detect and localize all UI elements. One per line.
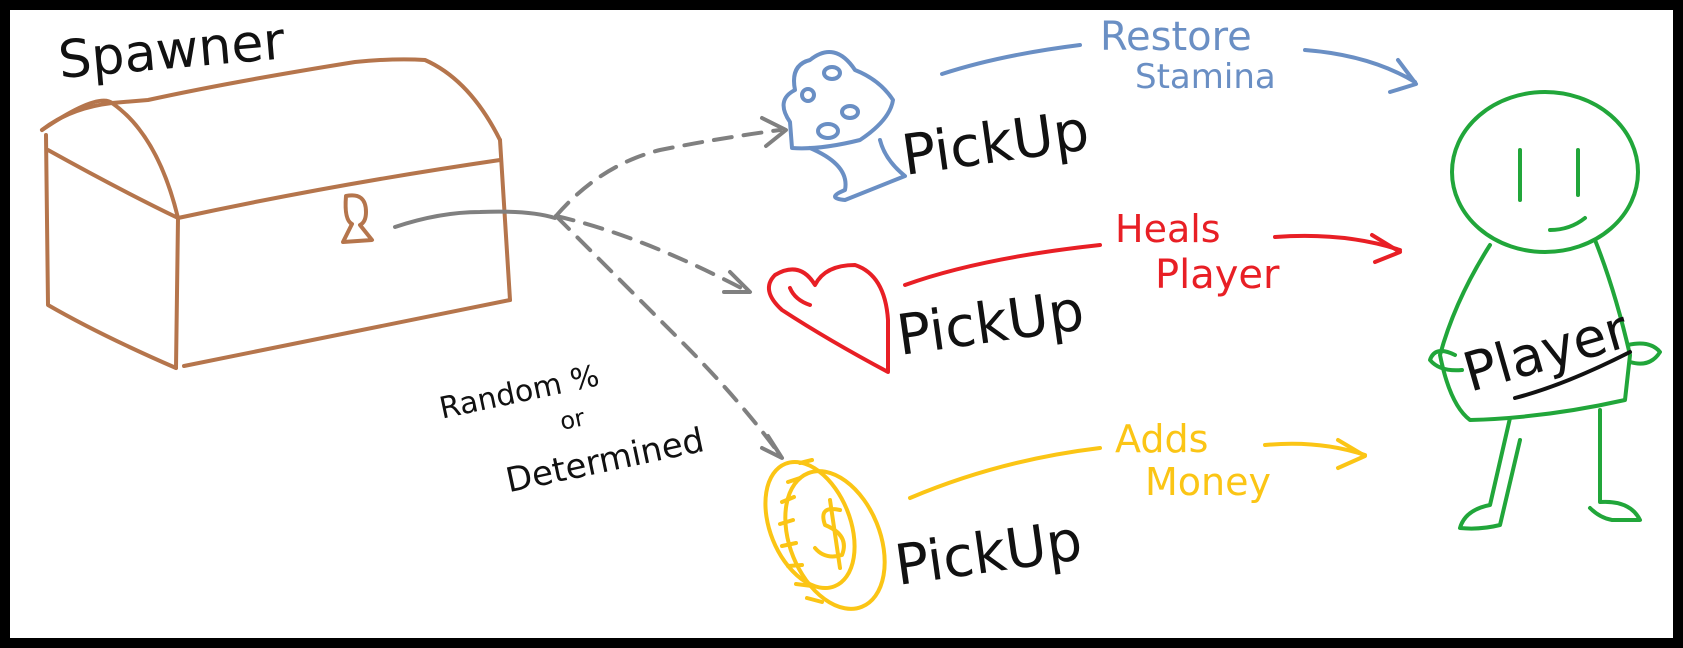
heart-highlight	[788, 286, 812, 307]
branch-arrows	[554, 128, 782, 457]
effect-line-stamina	[940, 43, 1082, 76]
coin-icon	[763, 458, 887, 611]
effect-line-money	[908, 446, 1102, 500]
arrowhead-heal	[722, 270, 752, 294]
effect-line-heal	[903, 243, 1102, 287]
effect-label-heal-line1: Heals	[1115, 207, 1221, 251]
arrowhead-stamina	[760, 116, 788, 148]
player-label-underline	[1513, 350, 1632, 400]
chest-icon	[40, 57, 512, 370]
effect-arrowhead-heal	[1370, 233, 1402, 264]
chest-connector-line	[393, 209, 557, 229]
arrowhead-money	[760, 434, 784, 460]
canvas-background	[9, 9, 1674, 639]
effect-label-stamina-line2: Stamina	[1135, 57, 1276, 97]
mushroom-icon	[781, 50, 907, 202]
branch-note-line2: or	[557, 403, 587, 436]
branch-arrow-money	[554, 214, 782, 457]
branch-arrow-heal	[554, 214, 747, 292]
stick-figure-icon	[1428, 90, 1662, 531]
effect-label-heal-line2: Player	[1155, 252, 1280, 298]
branch-arrow-stamina	[554, 128, 782, 218]
effect-arrowhead-stamina	[1388, 58, 1418, 94]
effect-arrowhead-money	[1336, 438, 1367, 470]
heart-icon	[766, 263, 890, 374]
effect-label-money-line1: Adds	[1115, 417, 1208, 461]
effect-arrow-stamina	[1303, 48, 1417, 84]
effect-label-stamina-line1: Restore	[1100, 14, 1252, 60]
effect-label-money-line2: Money	[1145, 460, 1271, 504]
